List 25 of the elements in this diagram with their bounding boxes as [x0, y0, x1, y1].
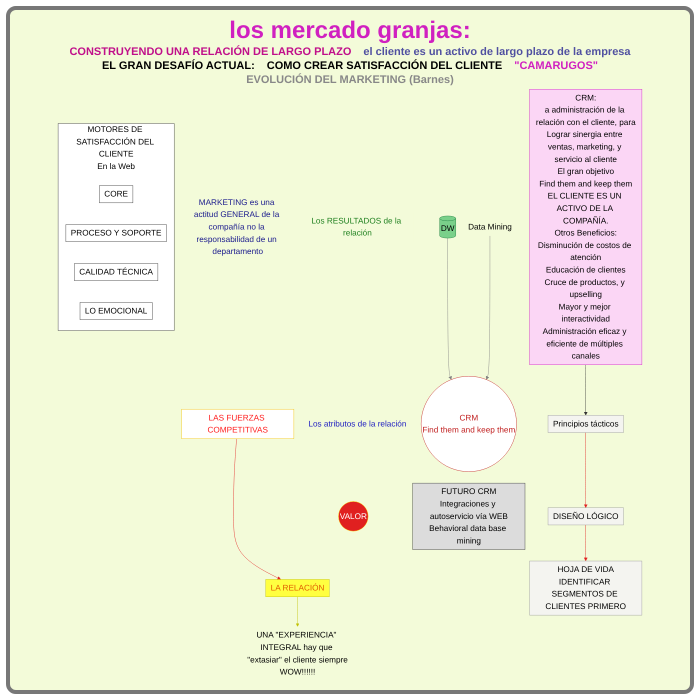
node-box: CORE — [99, 185, 134, 204]
title: los mercado granjas: — [228, 17, 472, 45]
node-box: DISEÑO LÓGICO — [548, 508, 624, 526]
node-box: PROCESO Y SOPORTE — [66, 224, 167, 242]
node-box: CALIDAD TÉCNICA — [74, 263, 158, 281]
node-circle: VALOR — [338, 501, 368, 532]
node-box: CRM: a administración de la relación con el cliente, para Lograr sinergia entre ventas, marketing, y servicio al cliente El gran objetivo Find them and keep them EL CLIENTE ES UN ACTIVO DE LA COMPAÑÍA. Otros Beneficios: Disminución de costos de atención Educación de clientes Cruce de productos, y upselling Mayor y mejor interactividad Administración eficaz y eficiente de múltiples canales — [529, 89, 642, 365]
node-box: LA RELACIÓN — [266, 579, 330, 597]
label-text: EL GRAN DESAFÍO ACTUAL: — [102, 60, 255, 72]
node-text: Los RESULTADOS de la relación — [311, 216, 402, 238]
node-text: Los atributos de la relación — [308, 419, 406, 428]
node-box: FUTURO CRM Integraciones y autoservicio vía WEB Behavioral data base mining — [412, 482, 526, 550]
node-circle: CRM Find them and keep them — [420, 376, 517, 472]
node-box: LO EMOCIONAL — [80, 302, 152, 320]
label-text: COMO CREAR SATISFACCIÓN DEL CLIENTE — [266, 60, 502, 72]
label-text: el cliente es un activo de largo plazo de la empresa — [363, 46, 631, 58]
label-text: "CAMARUGOS" — [514, 60, 598, 72]
node-text: Data Mining — [468, 222, 512, 232]
node-text: MARKETING es una actitud GENERAL de la compañía no la responsabilidad de un departamento — [194, 198, 280, 256]
node-text: UNA "EXPERIENCIA" INTEGRAL hay que "extasiar" el cliente siempre WOW!!!!!! — [247, 630, 348, 677]
label-text: CONSTRUYENDO UNA RELACIÓN DE LARGO PLAZO — [69, 46, 352, 58]
label-text: EVOLUCIÓN DEL MARKETING (Barnes) — [246, 74, 454, 86]
node-box: LAS FUERZAS COMPETITIVAS — [181, 408, 294, 439]
node-box: Principios tácticos — [548, 415, 624, 433]
node-box: HOJA DE VIDA IDENTIFICAR SEGMENTOS DE CLIENTES PRIMERO — [529, 560, 642, 616]
